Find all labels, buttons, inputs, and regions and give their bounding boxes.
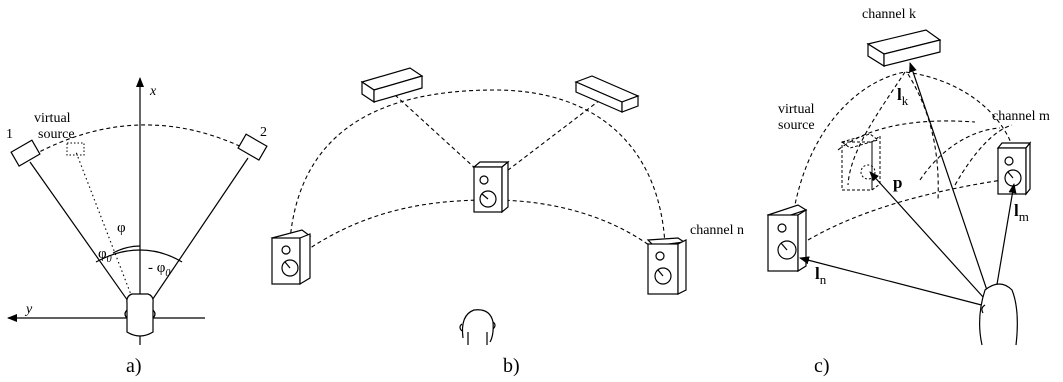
phi0-label: φ0 [98, 246, 112, 265]
label-lm-sub: m [1019, 209, 1029, 224]
virtual-source-c-line2: source [778, 118, 815, 133]
speaker-1-label: 1 [6, 127, 13, 142]
vector-p [869, 171, 994, 309]
grid-meridian-1 [847, 71, 906, 186]
angle-phi0-arc [95, 249, 141, 263]
panel-b: b) [270, 67, 687, 377]
phi0-sub: 0 [107, 254, 112, 265]
label-p: p [893, 173, 902, 192]
link-right-top [494, 99, 601, 181]
vector-ln [799, 256, 994, 309]
speaker-channel-n [766, 204, 808, 273]
virtual-source-label-line2: source [38, 127, 75, 142]
caption-c: c) [814, 355, 830, 377]
arc-upper [289, 89, 666, 246]
x-axis-label: x [149, 84, 157, 99]
listener-head-c [979, 283, 1018, 346]
virtual-source-box [840, 133, 881, 191]
speaker-2 [237, 133, 268, 161]
speaker-center [472, 160, 510, 214]
listener-head [124, 293, 156, 337]
grid-meridian-2 [907, 73, 939, 201]
speaker-left [270, 229, 312, 286]
grid-parallel-3 [954, 124, 1013, 186]
caption-b: b) [503, 355, 520, 377]
angle-phi-arc [112, 245, 141, 254]
y-axis-label: y [24, 302, 33, 317]
label-lk: lk [897, 85, 909, 108]
channel-k-label: channel k [862, 7, 916, 22]
line-to-speaker-2 [139, 157, 249, 319]
virtual-source-c-line1: virtual [778, 102, 815, 117]
label-ln: ln [815, 264, 827, 287]
vector-lk [909, 62, 994, 309]
speaker-top-left [360, 67, 424, 104]
panel-a: x y 1 2 virtual source φ φ0 - φ0 [6, 77, 268, 377]
angle-neg-phi0-arc [139, 249, 183, 263]
speaker-arc [27, 124, 253, 159]
grid-equator [807, 177, 1017, 241]
line-to-virtual-source [75, 151, 141, 319]
phi-label: φ [117, 220, 126, 236]
neg-phi0-sub: 0 [165, 268, 170, 279]
phi0-base: φ [98, 246, 107, 262]
speaker-1 [10, 139, 41, 167]
virtual-source-marker [66, 142, 85, 156]
grid-parallel-1 [837, 120, 976, 151]
label-lk-base: l [897, 85, 902, 104]
speaker-2-label: 2 [260, 125, 267, 140]
label-lm-base: l [1014, 201, 1019, 220]
neg-phi0-base: - φ [148, 260, 166, 276]
speaker-right [646, 237, 687, 295]
label-ln-base: l [815, 264, 820, 283]
label-lm: lm [1014, 201, 1029, 224]
listener-head-back [459, 309, 496, 345]
speaker-top-right [574, 75, 640, 113]
channel-m-label: channel m [992, 109, 1050, 124]
channel-n-label: channel n [690, 223, 744, 238]
virtual-source-label-line1: virtual [34, 111, 71, 126]
caption-a: a) [126, 355, 142, 377]
line-to-speaker-1 [29, 161, 141, 319]
panel-c: channel k channel m channel n virtual so… [690, 7, 1050, 377]
grid-parallel-2 [919, 127, 1001, 181]
speaker-channel-k [866, 29, 942, 68]
label-ln-sub: n [820, 272, 827, 287]
label-lk-sub: k [902, 93, 909, 108]
neg-phi0-label: - φ0 [148, 260, 170, 279]
